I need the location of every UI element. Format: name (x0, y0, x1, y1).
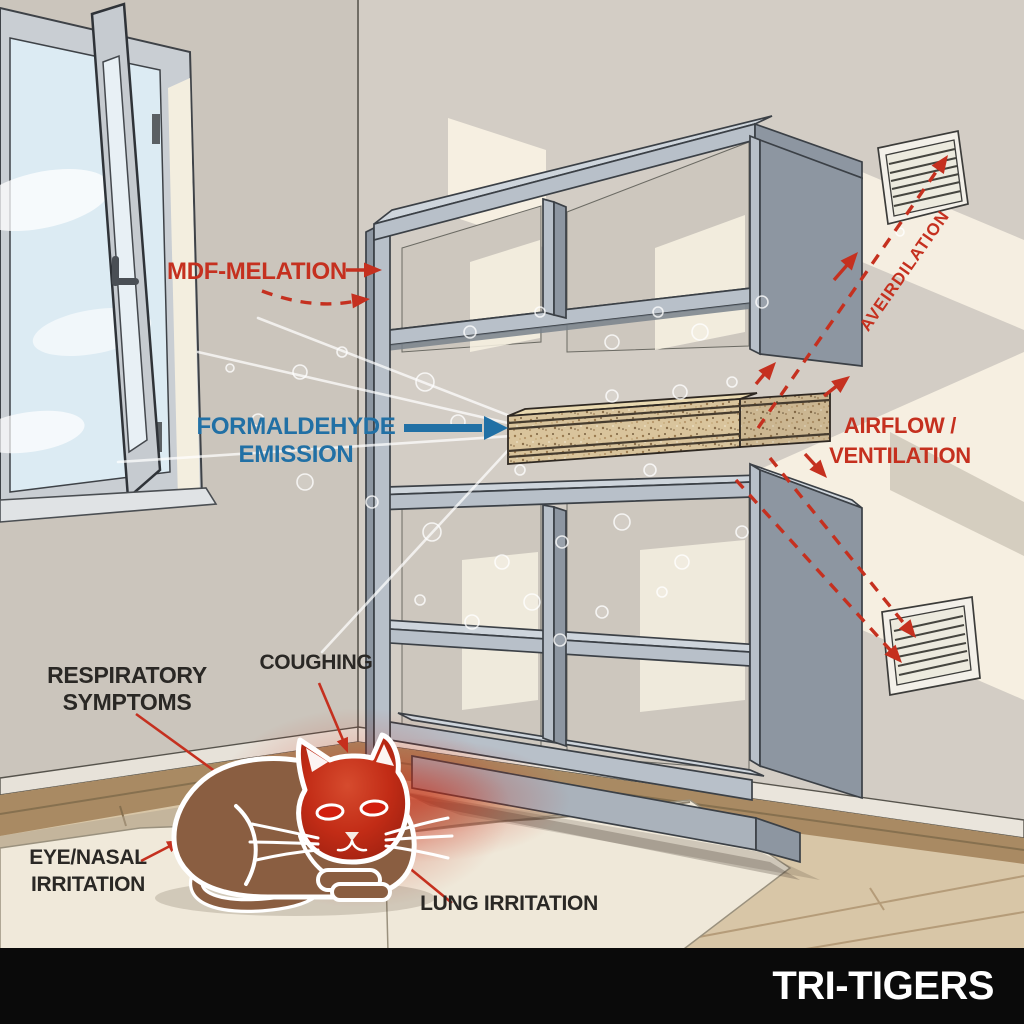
label-airflow-line1: AIRFLOW / (843, 413, 957, 438)
label-lung-irritation: LUNG IRRITATION (420, 892, 598, 915)
cat-nose (345, 832, 359, 841)
label-airflow-ventilation: AIRFLOW / VENTILATION (810, 411, 990, 470)
label-respiratory-line1: RESPIRATORY (47, 662, 207, 688)
bookshelf (365, 115, 863, 880)
label-formaldehyde-emission: FORMALDEHYDE EMISSION (181, 413, 411, 470)
label-respiratory-line2: SYMPTOMS (62, 689, 192, 716)
cat (155, 708, 570, 916)
airflow-path-bottom-1 (768, 456, 908, 628)
wall-vent-top (877, 129, 969, 226)
wall-vent-bottom (881, 596, 981, 697)
label-mdf-emission: MDF-MELATION (167, 258, 347, 285)
label-eye-nasal-line2: IRRITATION (30, 873, 146, 897)
mdf-board (507, 392, 831, 465)
respiratory-pointer (135, 712, 217, 774)
footer-bar: TRI-TIGERS (0, 948, 1024, 1024)
label-airflow-line2: VENTILATION (829, 442, 971, 468)
eye-nasal-pointer (140, 844, 171, 863)
light-rays (116, 316, 517, 654)
label-respiratory-symptoms: RESPIRATORY SYMPTOMS (17, 662, 237, 716)
cat-eye-left (315, 803, 345, 821)
label-eye-nasal-irritation: EYE/NASAL IRRITATION (8, 844, 168, 899)
window (0, 2, 218, 523)
cat-eye-right (359, 799, 389, 817)
label-eye-nasal-line1: EYE/NASAL (29, 846, 147, 869)
label-coughing: COUGHING (259, 651, 373, 674)
open-window-sash (90, 2, 162, 501)
label-formaldehyde-line2: EMISSION (238, 441, 354, 469)
emission-bubbles (225, 227, 905, 647)
label-formaldehyde-line1: FORMALDEHYDE (196, 413, 396, 440)
mdf-dashed-arrow (261, 289, 357, 306)
watermark-text: TRI-TIGERS (772, 963, 994, 1008)
